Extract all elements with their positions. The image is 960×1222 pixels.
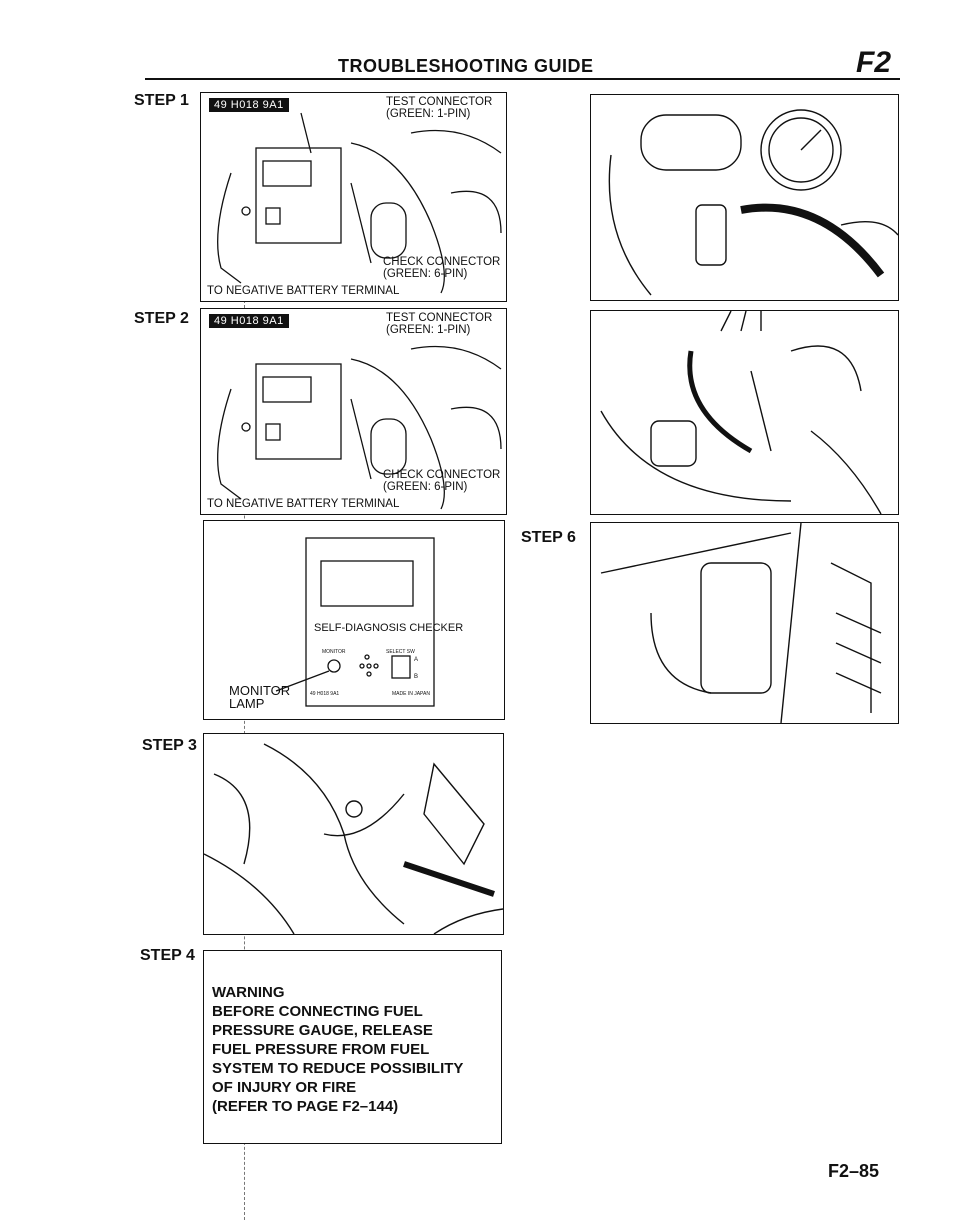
warning-heading: WARNING xyxy=(212,984,285,1001)
warning-line: PRESSURE GAUGE, RELEASE xyxy=(212,1022,433,1039)
warning-box: WARNING BEFORE CONNECTING FUEL PRESSURE … xyxy=(203,950,502,1144)
test-connector-label: TEST CONNECTOR xyxy=(386,96,493,108)
figure-self-diagnosis-checker: SELF-DIAGNOSIS CHECKER MONITOR SELECT SW… xyxy=(203,520,505,720)
page-title: TROUBLESHOOTING GUIDE xyxy=(338,56,594,76)
battery-terminal-label: TO NEGATIVE BATTERY TERMINAL xyxy=(207,285,400,297)
warning-line: SYSTEM TO REDUCE POSSIBILITY xyxy=(212,1060,464,1077)
warning-line: FUEL PRESSURE FROM FUEL xyxy=(212,1041,430,1058)
battery-terminal-label: TO NEGATIVE BATTERY TERMINAL xyxy=(207,498,400,510)
step-3-label: STEP 3 xyxy=(142,737,197,754)
figure-fuel-line-connection xyxy=(590,310,899,515)
warning-reference: (REFER TO PAGE F2–144) xyxy=(212,1098,399,1115)
select-a: A xyxy=(414,657,419,663)
checker-part-number: 49 H018 9A1 xyxy=(310,691,340,697)
figure-step2-checker-connection: 49 H018 9A1 TEST CONNECTOR (GREEN: 1-PIN… xyxy=(200,308,507,515)
warning-line: OF INJURY OR FIRE xyxy=(212,1079,357,1096)
step-1-label: STEP 1 xyxy=(134,92,189,109)
checker-title: SELF-DIAGNOSIS CHECKER xyxy=(314,622,464,634)
figure-fuel-pressure-gauge xyxy=(590,94,899,301)
tool-number-tag: 49 H018 9A1 xyxy=(209,98,289,112)
figure-step1-checker-connection: 49 H018 9A1 TEST CONNECTOR (GREEN: 1-PIN… xyxy=(200,92,507,302)
select-switch-text: SELECT SW xyxy=(386,649,415,655)
figure-step6-control-unit xyxy=(590,522,899,724)
step-6-label: STEP 6 xyxy=(521,529,576,546)
select-b: B xyxy=(414,674,419,680)
test-connector-color: (GREEN: 1-PIN) xyxy=(386,108,471,120)
pressure-gauge-illustration xyxy=(608,109,898,296)
page-number: F2–85 xyxy=(828,1161,880,1181)
check-connector-color: (GREEN: 6-PIN) xyxy=(383,268,468,280)
check-connector-color: (GREEN: 6-PIN) xyxy=(383,481,468,493)
checker-illustration xyxy=(275,537,435,707)
checker-connection-illustration xyxy=(217,345,502,510)
fuel-line-illustration xyxy=(204,743,503,934)
check-connector-label: CHECK CONNECTOR xyxy=(383,256,501,268)
callout-line2: LAMP xyxy=(229,696,265,711)
figure-step3-fuel-line xyxy=(203,733,504,935)
warning-text: WARNING BEFORE CONNECTING FUEL PRESSURE … xyxy=(212,983,463,1116)
control-unit-illustration xyxy=(600,523,882,723)
tool-number-tag: 49 H018 9A1 xyxy=(209,314,289,328)
made-in-text: MADE IN JAPAN xyxy=(392,691,430,697)
checker-connection-illustration xyxy=(217,112,502,294)
header-rule xyxy=(145,78,900,80)
check-connector-label: CHECK CONNECTOR xyxy=(383,469,501,481)
warning-line: BEFORE CONNECTING FUEL xyxy=(212,1003,423,1020)
fuel-line-illustration xyxy=(600,311,882,514)
step-4-label: STEP 4 xyxy=(140,947,195,964)
test-connector-color: (GREEN: 1-PIN) xyxy=(386,324,471,336)
test-connector-label: TEST CONNECTOR xyxy=(386,312,493,324)
section-code: F2 xyxy=(856,46,892,79)
monitor-text: MONITOR xyxy=(322,649,346,655)
step-2-label: STEP 2 xyxy=(134,310,189,327)
callout-line1: MONITOR xyxy=(229,683,291,698)
